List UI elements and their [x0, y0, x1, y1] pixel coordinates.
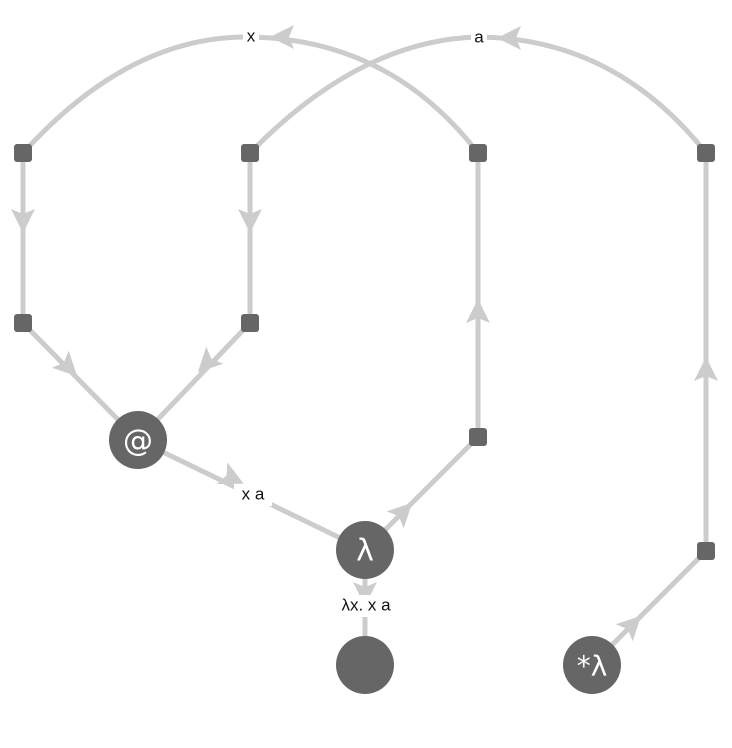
arrow-app-to-lam	[216, 462, 244, 484]
edge-label-lam-xa-bg	[329, 595, 403, 617]
edge-label-xa: x a	[242, 484, 265, 503]
arrow-star-to-port	[615, 615, 642, 642]
arrow-x-head	[270, 25, 294, 49]
edge-arc-x	[20, 34, 481, 156]
lambda-node-label: λ	[356, 534, 374, 569]
port-col4-top	[697, 144, 715, 162]
port-col2-mid	[241, 314, 259, 332]
lambda-node	[336, 521, 394, 579]
arrow-col2-to-app	[197, 346, 224, 373]
edge-label-lam-xa: λx. x a	[341, 595, 391, 614]
root-node	[336, 636, 394, 694]
port-col1-top	[14, 144, 32, 162]
edge-labels-layer: x a x a λx. x a	[234, 26, 487, 617]
edge-label-x: x	[247, 26, 256, 45]
port-col4-low	[697, 542, 715, 560]
nodes-layer: @ λ *λ	[109, 411, 621, 694]
ports-layer	[14, 144, 715, 560]
port-col1-mid	[14, 314, 32, 332]
app-node-label: @	[123, 424, 153, 459]
app-node	[109, 411, 167, 469]
port-col3-top	[469, 144, 487, 162]
arrow-lam-to-root	[353, 582, 377, 606]
arrow-col3-up	[466, 299, 490, 323]
arrow-col1-down	[11, 209, 35, 233]
edge-label-x-bg	[243, 26, 259, 48]
port-col2-top	[241, 144, 259, 162]
arrow-col4-up	[694, 357, 718, 381]
edge-label-a: a	[474, 27, 484, 46]
edge-label-xa-bg	[234, 484, 272, 506]
star-lambda-node	[563, 636, 621, 694]
port-col3-low	[469, 428, 487, 446]
arrow-col2-down	[238, 209, 262, 233]
edge-label-a-bg	[471, 27, 487, 49]
edge-arc-a	[247, 34, 709, 156]
arrow-a-head	[497, 26, 521, 50]
star-lambda-node-label: *λ	[577, 650, 608, 683]
